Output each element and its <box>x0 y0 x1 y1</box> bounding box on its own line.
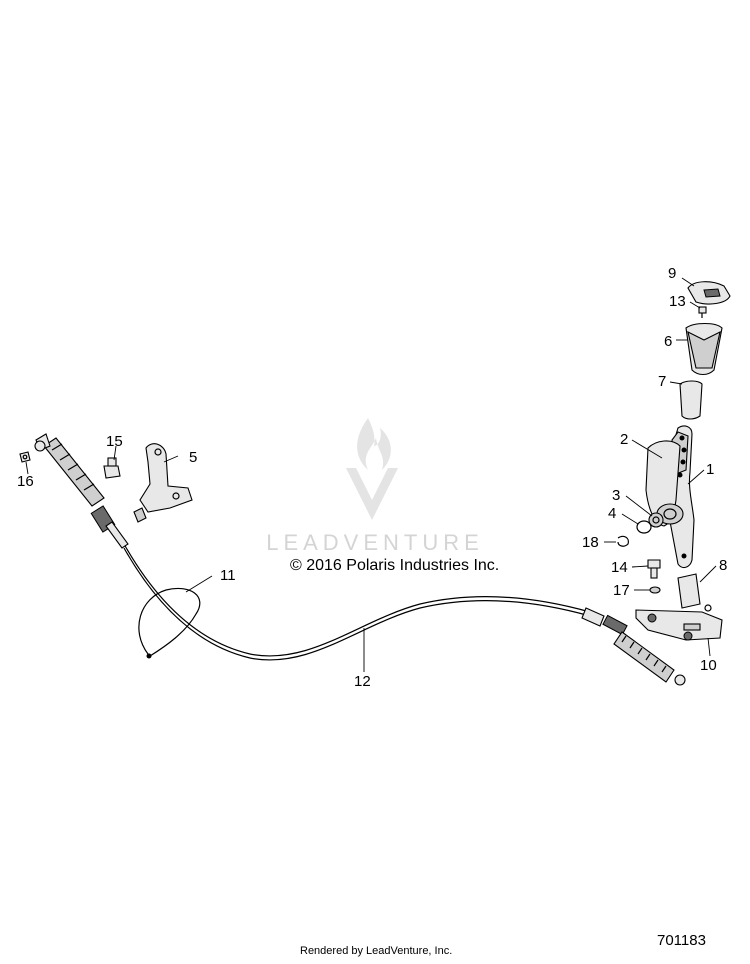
part-14-bolt <box>647 559 661 579</box>
part-8-pad <box>677 573 701 609</box>
callout-5: 5 <box>189 449 197 466</box>
callout-13: 13 <box>669 293 686 310</box>
part-4-snap-ring <box>636 520 652 534</box>
callout-16: 16 <box>17 473 34 490</box>
part-13-screw <box>698 306 707 318</box>
flame-logo-icon <box>357 418 391 470</box>
part-7-grip-sleeve <box>679 380 703 420</box>
part-18-clip <box>617 535 629 547</box>
part-9-knob-cap <box>687 281 731 305</box>
part-2-lever-plate <box>645 440 684 527</box>
callout-6: 6 <box>664 333 672 350</box>
part-12-shift-cable <box>34 433 686 686</box>
part-5-mounting-bracket <box>133 443 193 523</box>
diagram-number: 701183 <box>657 932 706 949</box>
part-16-nut <box>19 451 31 463</box>
callout-10: 10 <box>700 657 717 674</box>
leader-lines <box>25 277 717 672</box>
part-11-cable-tie <box>138 587 201 659</box>
callout-18: 18 <box>582 534 599 551</box>
callout-8: 8 <box>719 557 727 574</box>
callout-labels: 1 2 3 4 5 6 7 8 9 10 11 12 13 14 15 16 1… <box>17 265 727 690</box>
part-10-bracket-plate <box>635 604 723 641</box>
callout-4: 4 <box>608 505 616 522</box>
callout-17: 17 <box>613 582 630 599</box>
callout-9: 9 <box>668 265 676 282</box>
copyright-notice: © 2016 Polaris Industries Inc. <box>290 557 500 574</box>
rendered-by-footer: Rendered by LeadVenture, Inc. <box>300 945 453 957</box>
part-15-bolt <box>103 457 121 479</box>
watermark-text: LEADVENTURE <box>266 530 484 555</box>
part-6-knob-boot <box>685 322 723 376</box>
callout-15: 15 <box>106 433 123 450</box>
callout-3: 3 <box>612 487 620 504</box>
callout-11: 11 <box>220 567 236 584</box>
part-17-washer <box>649 586 661 594</box>
callout-7: 7 <box>658 373 666 390</box>
callout-1: 1 <box>706 461 714 478</box>
callout-14: 14 <box>611 559 628 576</box>
leadventure-watermark: LEADVENTURE <box>266 418 484 555</box>
part-3-bushing <box>648 512 664 528</box>
callout-12: 12 <box>354 673 371 690</box>
v-logo-icon <box>346 468 398 520</box>
callout-2: 2 <box>620 431 628 448</box>
